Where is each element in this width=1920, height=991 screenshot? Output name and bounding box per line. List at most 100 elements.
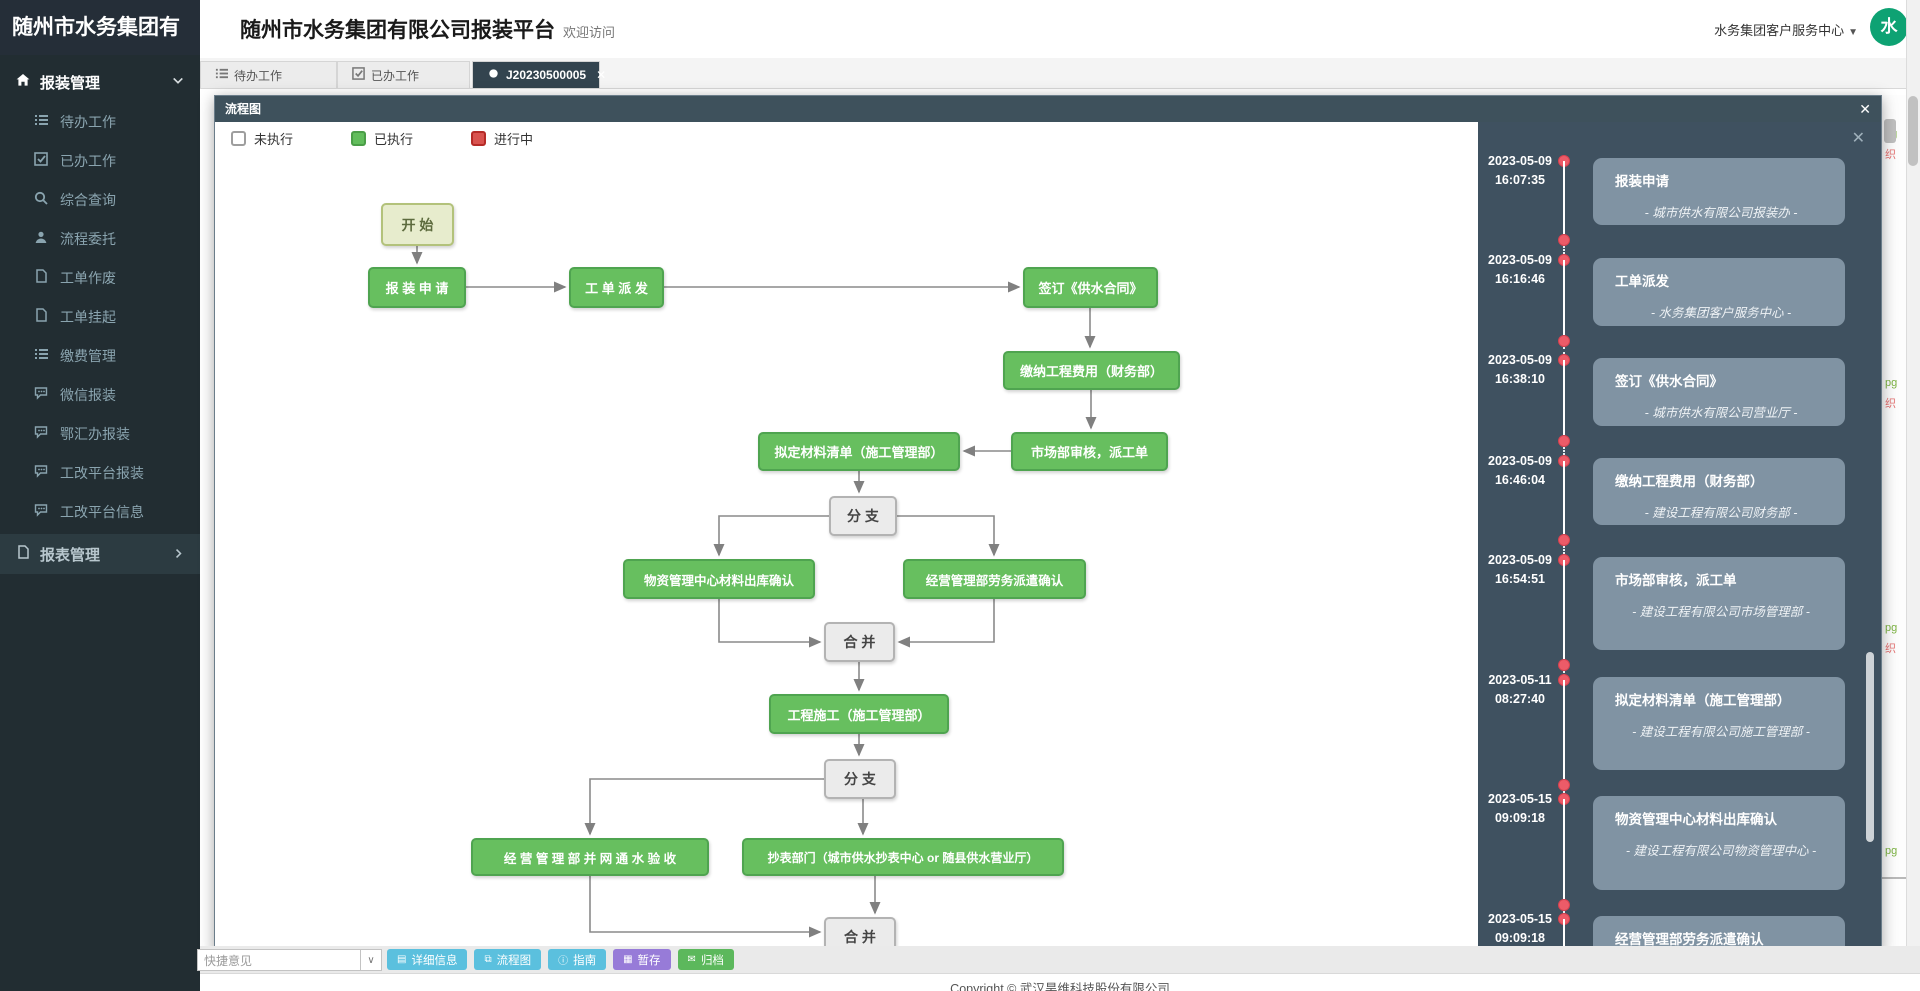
page-footer: Copyright © 武汉昊维科技股份有限公司 xyxy=(200,973,1920,991)
sidebar-item-baozhuang-guanli[interactable]: 报装管理 xyxy=(0,62,200,102)
sidebar: 随州市水务集团有 报装管理 待办工作已办工作综合查询流程委托工单作废工单挂起缴费… xyxy=(0,0,200,991)
content-scrollbar-thumb[interactable] xyxy=(1884,119,1896,143)
sidebar-item-1[interactable]: 已办工作 xyxy=(0,141,200,180)
flow-node-15[interactable]: 合 并 xyxy=(824,917,896,946)
flow-node-11[interactable]: 工程施工（施工管理部） xyxy=(769,694,949,734)
tab-label: 待办工作 xyxy=(234,68,283,83)
tab-待办工作[interactable]: 待办工作 xyxy=(200,61,337,88)
tab-close-icon[interactable]: ✕ xyxy=(596,68,607,82)
file-icon xyxy=(16,545,30,563)
sidebar-item-2[interactable]: 综合查询 xyxy=(0,180,200,219)
top-header: 随州市水务集团有限公司报装平台欢迎访问 水务集团客户服务中心▼ 水 xyxy=(200,0,1920,58)
sidebar-item-9[interactable]: 工改平台报装 xyxy=(0,453,200,492)
tab-J20230500005[interactable]: J20230500005✕ xyxy=(472,61,606,88)
timeline-dot xyxy=(1558,435,1570,447)
background-text-fragment: pg xyxy=(1885,622,1898,634)
sidebar-item-8[interactable]: 鄂汇办报装 xyxy=(0,414,200,453)
legend-item-2: 进行中 xyxy=(471,129,533,148)
tab-已办工作[interactable]: 已办工作 xyxy=(337,61,470,88)
toolbar-button-详细信息[interactable]: ▤详细信息 xyxy=(387,949,468,970)
timeline-card-dept: - 城市供水有限公司营业厅 - xyxy=(1644,406,1798,420)
modal-title-bar: 流程图 xyxy=(215,96,1881,122)
flow-node-6[interactable]: 市场部审核，派工单 xyxy=(1011,432,1168,471)
flow-node-12[interactable]: 分 支 xyxy=(824,759,896,799)
sidebar-parent-label: 报装管理 xyxy=(40,74,101,92)
toolbar-button-暂存[interactable]: ▦暂存 xyxy=(613,949,671,970)
timeline-card-dept: - 建设工程有限公司市场管理部 - xyxy=(1632,605,1810,619)
page-scrollbar[interactable] xyxy=(1906,0,1920,991)
page-scrollbar-thumb[interactable] xyxy=(1908,96,1918,166)
timeline-card-7: 经营管理部劳务派遣确认 xyxy=(1593,916,1845,946)
flow-node-9[interactable]: 经营管理部劳务派遣确认 xyxy=(903,559,1086,599)
flow-node-4[interactable]: 缴纳工程费用（财务部） xyxy=(1003,351,1180,390)
toolbar-button-归档[interactable]: ✉归档 xyxy=(677,949,734,970)
toolbar-button-流程图[interactable]: ⧉流程图 xyxy=(474,949,542,970)
button-icon: ▤ xyxy=(397,954,407,965)
sidebar-item-label: 工改平台报装 xyxy=(60,464,144,481)
timeline-dotted-line xyxy=(1563,546,1565,554)
timeline-close-icon[interactable]: ✕ xyxy=(1851,130,1865,147)
sidebar-reports-label: 报表管理 xyxy=(40,546,101,564)
flow-node-1[interactable]: 报 装 申 请 xyxy=(368,267,466,308)
avatar[interactable]: 水 xyxy=(1870,8,1908,46)
sidebar-item-6[interactable]: 缴费管理 xyxy=(0,336,200,375)
flow-node-10[interactable]: 合 并 xyxy=(824,622,895,662)
flow-node-13[interactable]: 经 营 管 理 部 并 网 通 水 验 收 xyxy=(471,838,709,876)
sidebar-item-5[interactable]: 工单挂起 xyxy=(0,297,200,336)
background-text-fragment: 织 xyxy=(1885,643,1896,655)
timeline-card-title: 签订《供水合同》 xyxy=(1615,374,1723,389)
background-text-fragment: 织 xyxy=(1885,398,1896,410)
timeline-dotted-line xyxy=(1563,671,1565,674)
sidebar-item-7[interactable]: 微信报装 xyxy=(0,375,200,414)
timeline-dot xyxy=(1558,899,1570,911)
legend-label: 已执行 xyxy=(374,132,414,147)
timeline-line xyxy=(1563,560,1565,659)
quick-opinion-placeholder: 快捷意见 xyxy=(204,953,253,968)
select-caret-icon: ∨ xyxy=(360,950,381,970)
check-icon xyxy=(352,67,365,83)
timeline-card-1: 工单派发- 水务集团客户服务中心 - xyxy=(1593,258,1845,326)
sidebar-item-3[interactable]: 流程委托 xyxy=(0,219,200,258)
quick-opinion-select[interactable]: 快捷意见 ∨ xyxy=(197,949,382,971)
user-menu[interactable]: 水务集团客户服务中心▼ xyxy=(1714,20,1858,39)
timeline-card-dept: - 建设工程有限公司财务部 - xyxy=(1644,506,1798,520)
timeline-card-title: 经营管理部劳务派遣确认 xyxy=(1615,932,1764,946)
timeline-line xyxy=(1563,461,1565,534)
flow-node-14[interactable]: 抄表部门（城市供水抄表中心 or 随县供水营业厅） xyxy=(742,838,1064,876)
chevron-right-icon xyxy=(173,546,184,563)
tab-label: 已办工作 xyxy=(371,68,420,83)
timeline-card-dept: - 建设工程有限公司物资管理中心 - xyxy=(1625,844,1817,858)
flow-node-0[interactable]: 开 始 xyxy=(381,203,454,246)
button-icon: ⧉ xyxy=(484,954,492,965)
timeline-scrollbar-thumb[interactable] xyxy=(1866,652,1874,842)
button-icon: ⓘ xyxy=(558,956,569,967)
sidebar-item-reports[interactable]: 报表管理 xyxy=(0,534,200,574)
flow-node-2[interactable]: 工 单 派 发 xyxy=(569,267,664,308)
timeline-line xyxy=(1563,161,1565,234)
sidebar-item-10[interactable]: 工改平台信息 xyxy=(0,492,200,531)
timeline-card-title: 物资管理中心材料出库确认 xyxy=(1615,812,1777,827)
modal-close-icon[interactable]: ✕ xyxy=(1859,101,1871,117)
list-icon xyxy=(34,347,48,364)
flow-node-7[interactable]: 分 支 xyxy=(829,496,897,536)
flow-node-5[interactable]: 拟定材料清单（施工管理部） xyxy=(758,432,960,471)
check-square-icon xyxy=(34,152,48,169)
background-text-fragment: pg xyxy=(1885,845,1898,857)
flow-node-3[interactable]: 签订《供水合同》 xyxy=(1023,267,1158,308)
background-text-fragment: 织 xyxy=(1885,149,1896,161)
legend-label: 未执行 xyxy=(254,132,294,147)
sidebar-item-4[interactable]: 工单作废 xyxy=(0,258,200,297)
flow-node-8[interactable]: 物资管理中心材料出库确认 xyxy=(623,559,815,599)
timeline-card-3: 缴纳工程费用（财务部）- 建设工程有限公司财务部 - xyxy=(1593,458,1845,525)
background-content-strip: pg织pg织pg织pg xyxy=(1882,95,1906,955)
legend-swatch xyxy=(351,131,366,146)
flow-legend: 未执行 已执行 进行中 xyxy=(215,122,1478,155)
sidebar-item-0[interactable]: 待办工作 xyxy=(0,102,200,141)
